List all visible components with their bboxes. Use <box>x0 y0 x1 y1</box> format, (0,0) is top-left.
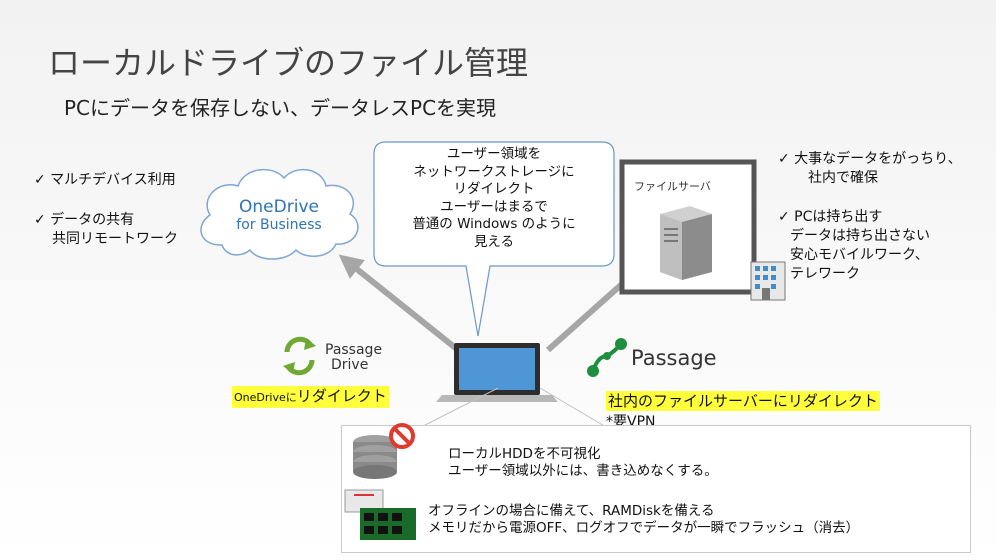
onedrive-label: OneDrive for Business <box>226 197 332 233</box>
no-entry-icon <box>389 423 415 449</box>
callout-line: 見える <box>473 233 515 250</box>
callout-line: 普通の Windows のように <box>412 216 576 232</box>
passage-drive-redirect-prefix: OneDriveに <box>234 391 297 404</box>
callout-bubble <box>373 141 615 337</box>
onedrive-label-line1: OneDrive <box>239 197 319 217</box>
fileserver-benefit-mobile: ✓ PCは持ち出す <box>778 209 883 225</box>
callout-line: ユーザーはまるで <box>440 198 548 215</box>
onedrive-benefit-multidevice: ✓ マルチデバイス利用 <box>34 172 176 188</box>
laptop-icon <box>436 343 558 402</box>
fileserver-benefit-secure: ✓ 大事なデータをがっちり、 <box>778 151 962 167</box>
callout-line: リダイレクト <box>453 181 535 197</box>
slide-subtitle: PCにデータを保存しない、データレスPCを実現 <box>64 96 497 120</box>
fileserver-benefit-mobile-3: 安心モバイルワーク、 <box>790 247 929 263</box>
passage-drive-logo-line2: Drive <box>331 357 369 373</box>
fileserver-benefit-mobile-4: テレワーク <box>790 266 860 282</box>
callout-line: ネットワークストレージに <box>413 163 575 180</box>
info-hdd-line2: ユーザー領域以外には、書き込めなくする。 <box>448 463 718 479</box>
passage-drive-logo-text: Passage Drive <box>325 343 382 373</box>
passage-drive-logo-line1: Passage <box>325 342 383 358</box>
arrow-to-onedrive <box>338 254 460 353</box>
onedrive-cloud-shape <box>200 168 359 260</box>
info-hdd-line1: ローカルHDDを不可視化 <box>448 446 601 462</box>
database-icon <box>353 435 397 479</box>
info-box <box>341 425 971 553</box>
passage-drive-redirect-suffix: リダイレクト <box>296 387 387 405</box>
onedrive-benefit-remote: 共同リモートワーク <box>52 231 178 247</box>
callout-line: ユーザー領域を <box>446 146 542 162</box>
server-icon <box>660 206 712 280</box>
fileserver-benefit-secure-2: 社内で確保 <box>808 170 878 186</box>
callout-text: ユーザー領域を ネットワークストレージに リダイレクト ユーザーはまるで 普通の… <box>376 146 612 251</box>
info-ram-line2: メモリだから電源OFF、ログオフでデータが一瞬でフラッシュ（消去） <box>428 520 860 536</box>
info-ram-line1: オフラインの場合に備えて、RAMDiskを備える <box>428 503 715 519</box>
onedrive-label-line2: for Business <box>236 217 322 233</box>
passage-icon <box>587 338 627 377</box>
building-icon <box>750 261 786 301</box>
passage-redirect: 社内のファイルサーバーにリダイレクト <box>606 391 880 411</box>
fileserver-benefit-mobile-2: データは持ち出さない <box>790 228 930 244</box>
passage-logo-text: Passage <box>631 346 717 370</box>
ram-memory-icon <box>344 489 416 540</box>
fileserver-label: ファイルサーバ <box>634 180 711 193</box>
passage-drive-icon <box>283 336 316 376</box>
onedrive-benefit-sharing: ✓ データの共有 <box>34 212 135 228</box>
info-icons <box>344 423 416 540</box>
slide-title: ローカルドライブのファイル管理 <box>48 44 529 82</box>
passage-drive-redirect: OneDriveにリダイレクト <box>232 386 389 408</box>
